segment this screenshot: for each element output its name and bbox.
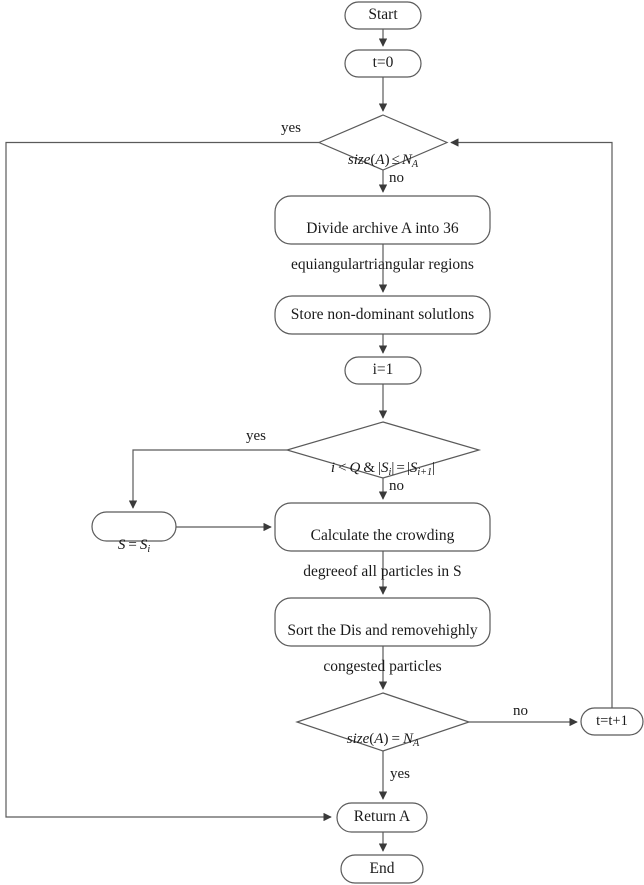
node-decision-size-le[interactable] (319, 115, 447, 170)
node-start[interactable] (345, 2, 421, 29)
edge-t-increment-loop-back (450, 138, 613, 708)
node-s-assign[interactable] (92, 512, 176, 541)
node-end[interactable] (341, 855, 423, 883)
node-t-init[interactable] (345, 50, 421, 77)
node-decision-size-eq[interactable] (297, 693, 469, 751)
node-store-nondominant[interactable] (275, 296, 490, 334)
edge-i-yes-to-s-assign (128, 449, 287, 509)
node-calculate-crowding[interactable] (275, 503, 490, 551)
node-sort-remove[interactable] (275, 598, 490, 646)
node-i-init[interactable] (345, 357, 421, 384)
edge-label-size-eq-yes: yes (390, 766, 410, 782)
edge-label-size-le-no: no (389, 170, 404, 186)
node-decision-i-lt-q[interactable] (287, 422, 479, 478)
edge-label-size-le-yes: yes (281, 120, 301, 136)
shape-return-a (336, 802, 428, 833)
edge-label-i-lt-q-yes: yes (246, 428, 266, 444)
shape-end (340, 854, 424, 884)
edge-label-size-eq-no: no (513, 703, 528, 719)
node-return-a[interactable] (337, 803, 427, 832)
node-t-increment[interactable] (581, 708, 643, 735)
node-divide-archive[interactable] (275, 196, 490, 244)
edge-size-le-yes-loop (5, 141, 332, 822)
edge-label-i-lt-q-no: no (389, 478, 404, 494)
